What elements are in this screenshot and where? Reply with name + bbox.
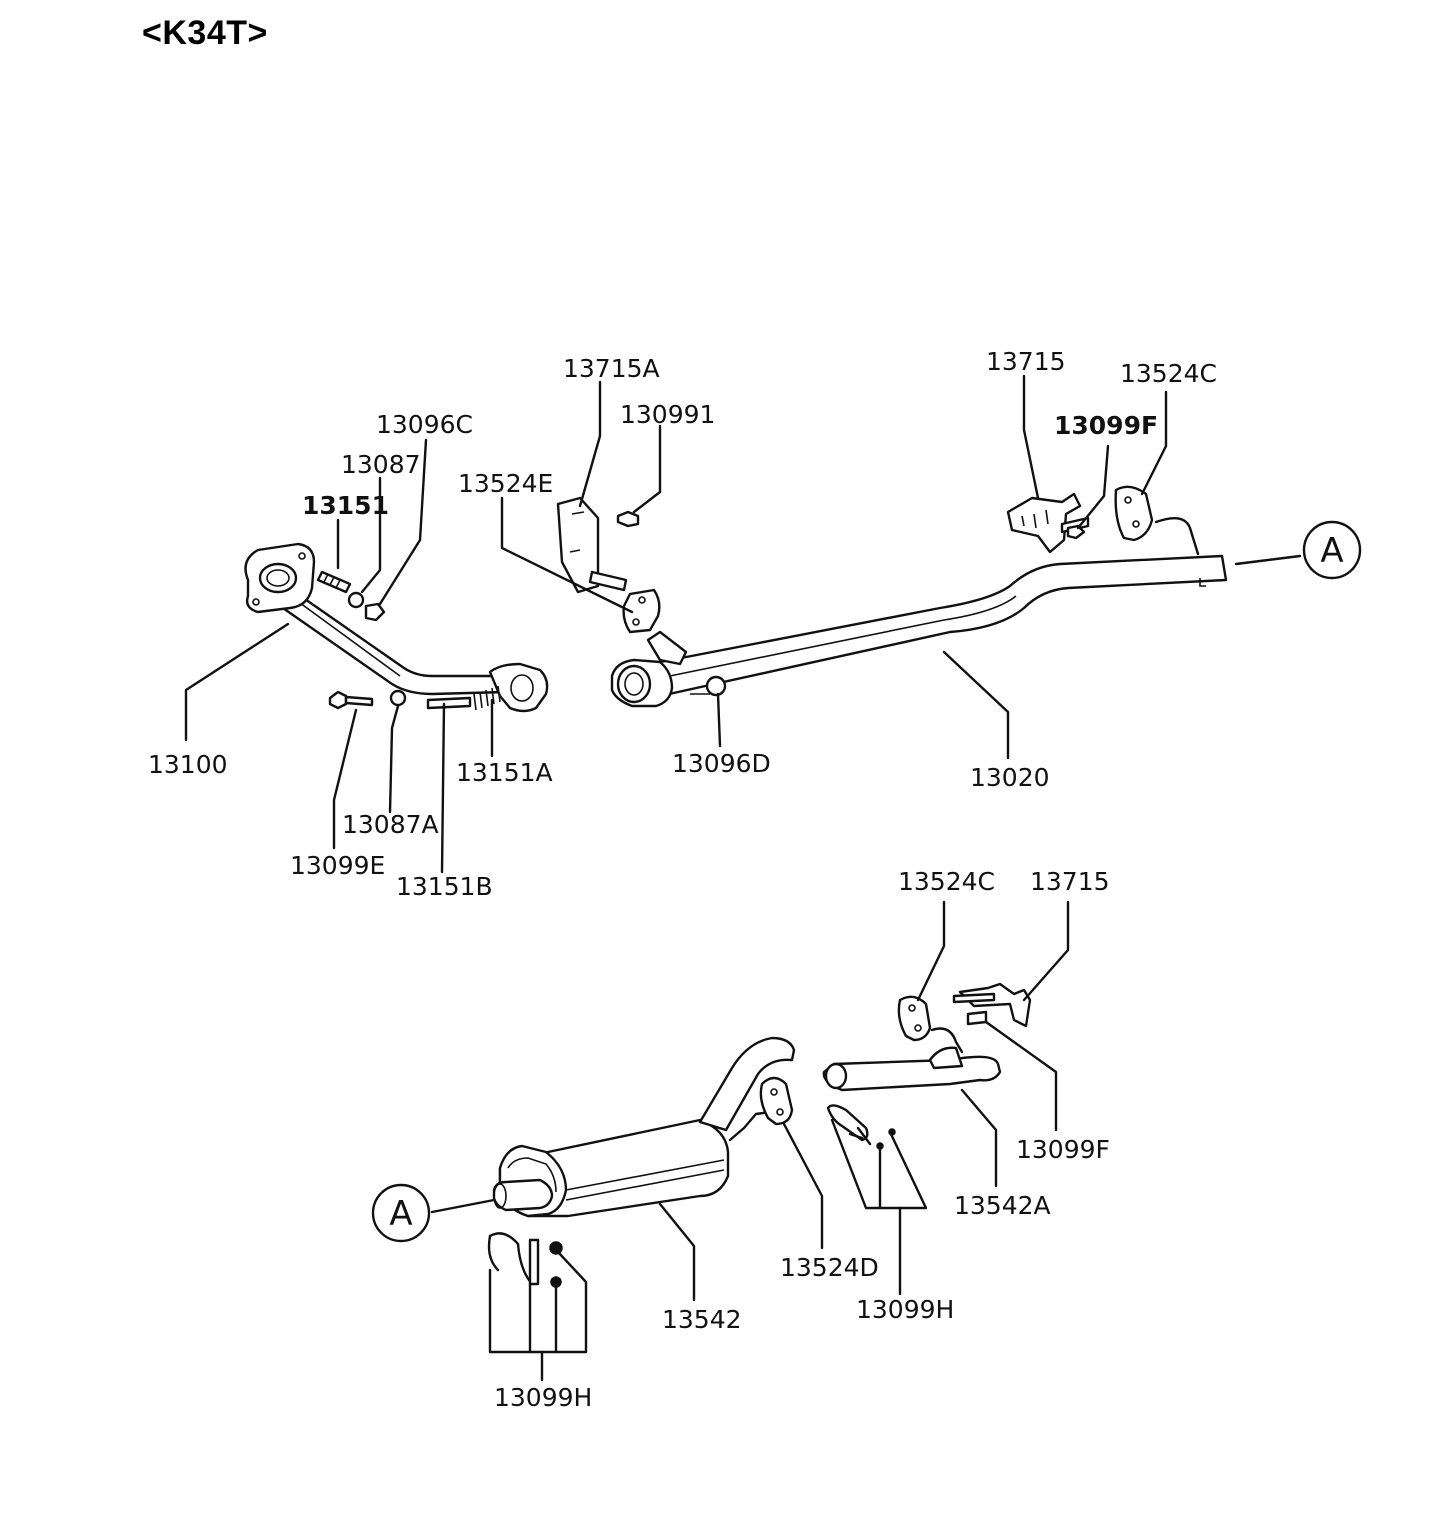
label-13020: 13020 [970, 763, 1050, 792]
label-13087: 13087 [341, 450, 421, 479]
clamp-13099H-left [487, 1232, 563, 1288]
label-13715-lower: 13715 [1030, 867, 1110, 896]
label-13524E: 13524E [458, 469, 553, 498]
center-pipe-13020 [610, 554, 1228, 708]
label-13715A: 13715A [563, 354, 660, 383]
reference-marker-a-lower: A [371, 1183, 431, 1243]
diagram-title: <K34T> [142, 14, 268, 52]
label-13524C-lower: 13524C [898, 867, 995, 896]
svg-text:A: A [389, 1194, 412, 1234]
tail-pipe-13542A [822, 982, 1032, 1092]
label-13100: 13100 [148, 750, 228, 779]
label-13151B: 13151B [396, 872, 493, 901]
label-13099F-lower: 13099F [1016, 1135, 1110, 1164]
label-13151: 13151 [302, 491, 389, 520]
label-13524C-upper: 13524C [1120, 359, 1217, 388]
leader-lines [184, 374, 1302, 1382]
label-13542A: 13542A [954, 1191, 1051, 1220]
clamp-13099H-right [826, 1104, 896, 1150]
hanger-bracket-13715-upper [1006, 485, 1200, 556]
label-13096D: 13096D [672, 749, 771, 778]
front-pipe-13100 [244, 542, 549, 713]
reference-marker-a-upper: A [1302, 520, 1362, 580]
hanger-bracket-13715A [556, 496, 661, 634]
muffler-13542 [492, 1036, 796, 1218]
label-13151A: 13151A [456, 758, 553, 787]
svg-text:A: A [1320, 531, 1343, 571]
label-130991: 130991 [620, 400, 715, 429]
label-13099H-left: 13099H [494, 1383, 592, 1412]
label-13099E: 13099E [290, 851, 385, 880]
label-13524D: 13524D [780, 1253, 879, 1282]
label-13715-upper: 13715 [986, 347, 1066, 376]
label-13542: 13542 [662, 1305, 742, 1334]
label-13096C: 13096C [376, 410, 473, 439]
part-number-labels: 13096C 13087 13151 13100 13099E 13087A 1… [148, 347, 1217, 1412]
label-13099H-right: 13099H [856, 1295, 954, 1324]
label-13087A: 13087A [342, 810, 439, 839]
label-13099F-upper: 13099F [1054, 411, 1158, 440]
